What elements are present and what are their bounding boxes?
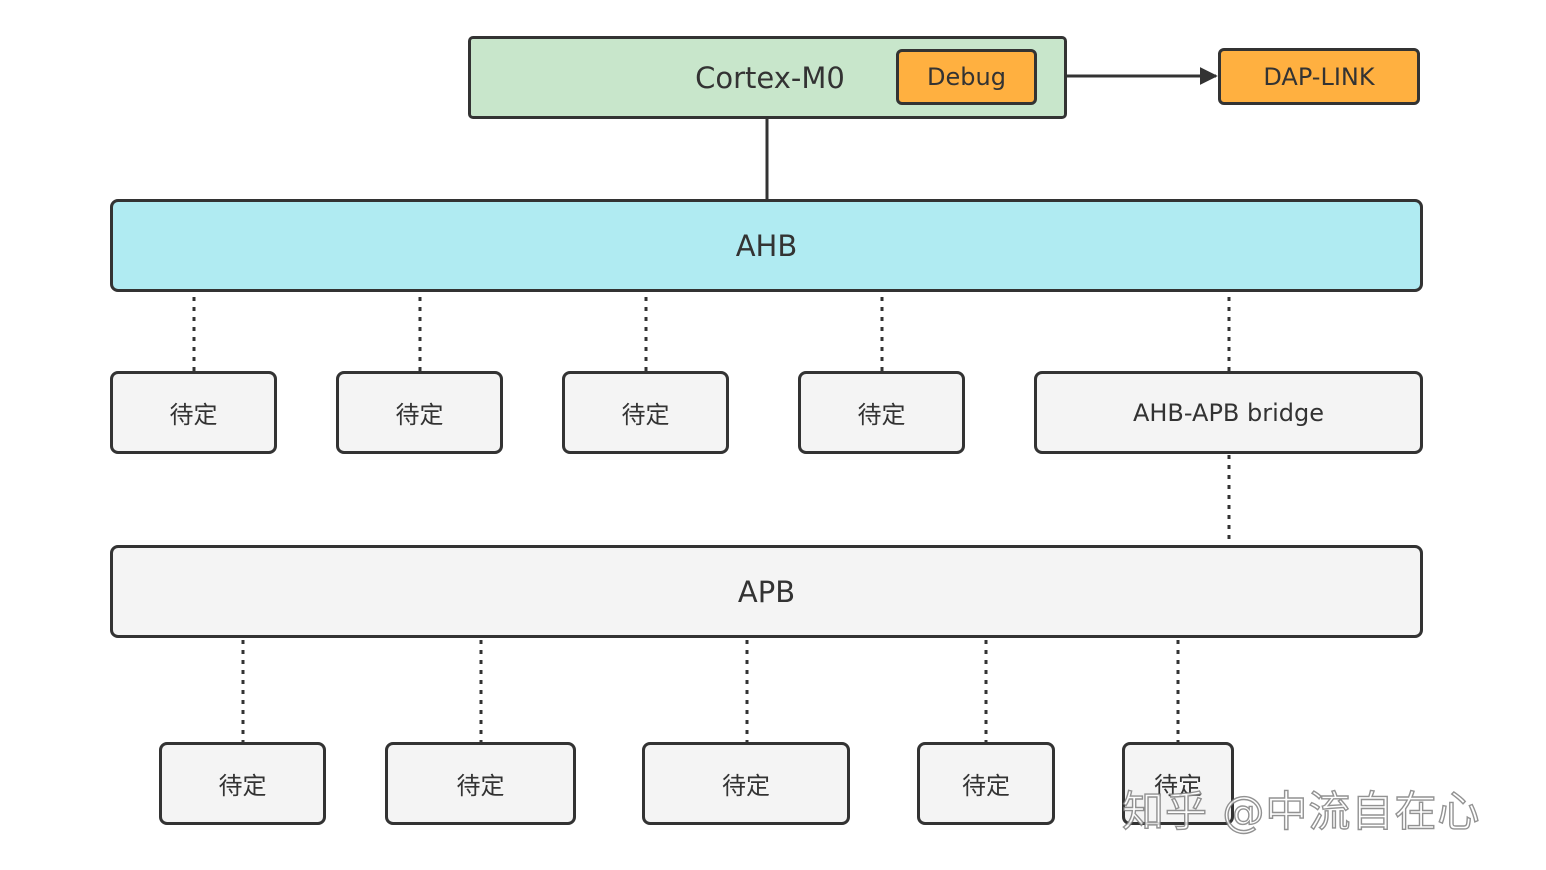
ahb-peripheral-4: 待定 [798,371,965,454]
ahb-peripheral-label: 待定 [621,401,670,429]
ahb-peripheral-label: 待定 [395,401,444,429]
apb-peripheral-label: 待定 [962,772,1010,800]
apb-peripheral-3: 待定 [642,742,850,825]
ahb-peripheral-label: 待定 [857,401,906,429]
cortex-m0-label: Cortex-M0 [695,60,845,95]
bridge-label: AHB-APB bridge [1132,398,1325,427]
debug-block: Debug [896,49,1037,105]
watermark: 知乎 @中流自在心 [1121,786,1481,836]
apb-bus: APB [110,545,1423,638]
ahb-peripheral-1: 待定 [110,371,277,454]
debug-label: Debug [927,63,1006,91]
dap-link-label: DAP-LINK [1263,62,1375,91]
dap-link-block: DAP-LINK [1218,48,1420,105]
ahb-peripheral-2: 待定 [336,371,503,454]
apb-peripheral-label: 待定 [218,772,267,800]
apb-peripheral-label: 待定 [722,772,770,800]
apb-peripheral-1: 待定 [159,742,326,825]
apb-peripheral-label: 待定 [1154,772,1202,800]
ahb-apb-bridge: AHB-APB bridge [1034,371,1423,454]
apb-peripheral-2: 待定 [385,742,576,825]
ahb-bus: AHB [110,199,1423,292]
ahb-peripheral-label: 待定 [169,401,218,429]
apb-peripheral-4: 待定 [917,742,1055,825]
ahb-peripheral-3: 待定 [562,371,729,454]
apb-label: APB [737,574,796,609]
apb-peripheral-label: 待定 [456,772,505,800]
ahb-label: AHB [735,228,798,263]
apb-peripheral-5: 待定 [1122,742,1234,825]
